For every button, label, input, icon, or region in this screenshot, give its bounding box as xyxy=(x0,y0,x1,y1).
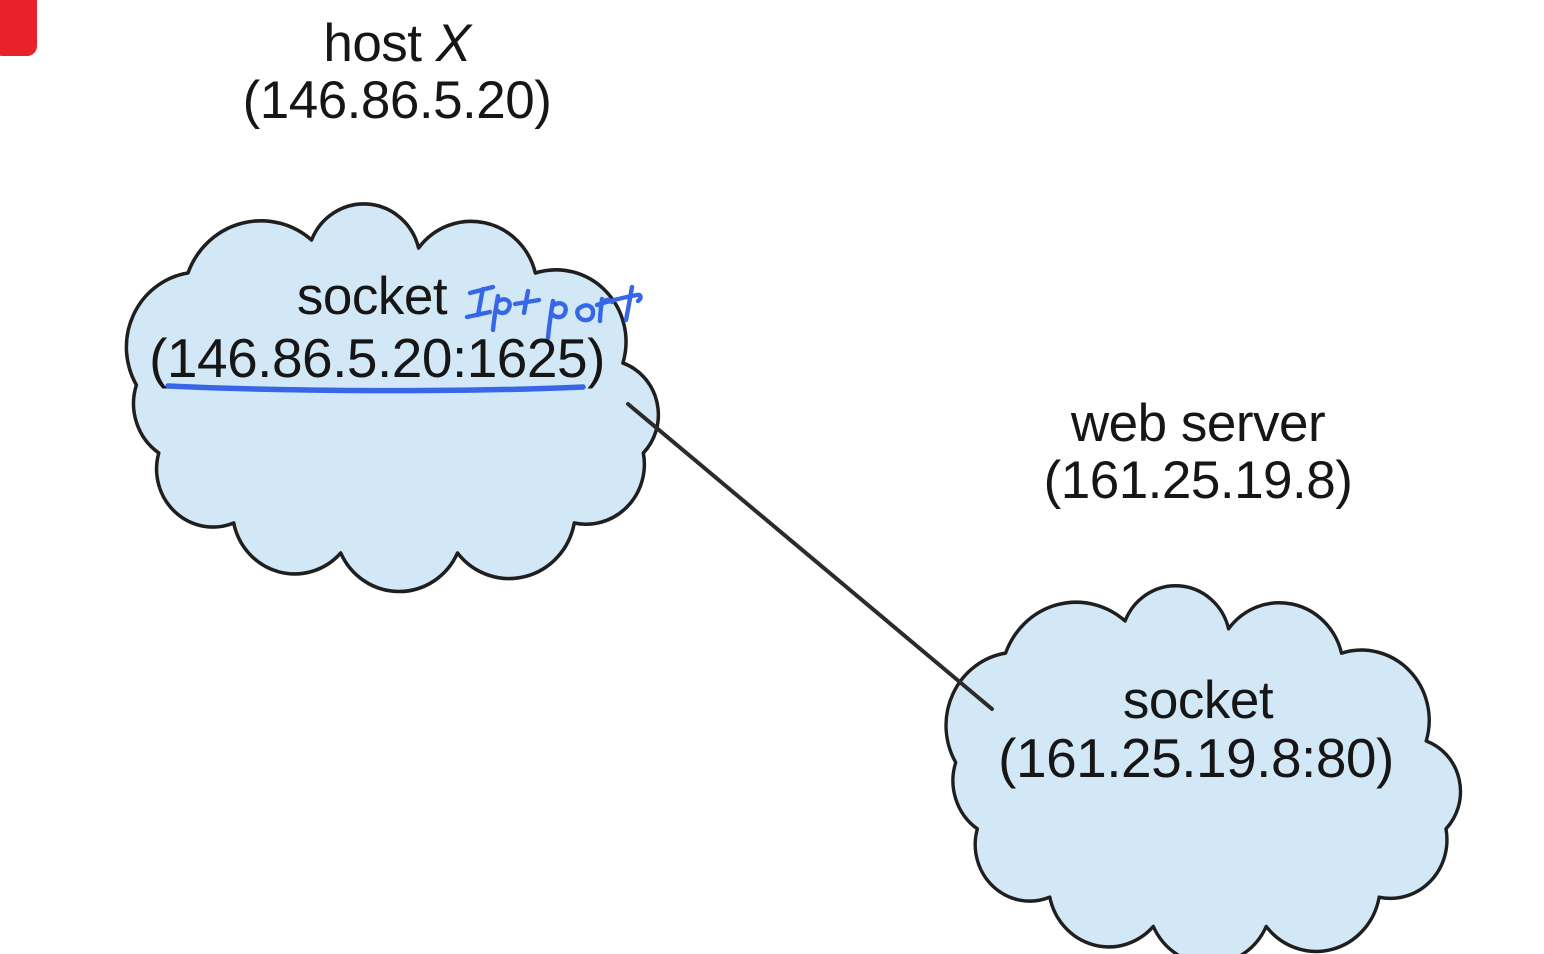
red-corner-marker xyxy=(0,0,37,56)
ink-plus xyxy=(512,288,542,316)
host-ip: (146.86.5.20) xyxy=(242,71,552,130)
ink-letter-t xyxy=(594,284,643,323)
ink-letter-p1 xyxy=(490,293,512,333)
handwritten-ip-port-annotation xyxy=(464,284,643,341)
web-server-ip: (161.25.19.8) xyxy=(1043,451,1353,510)
server-socket-address: (161.25.19.8:80) xyxy=(998,727,1394,789)
host-socket-address: (146.86.5.20:1625) xyxy=(149,327,605,389)
web-server-title: web server xyxy=(1070,394,1326,453)
socket-connection-line xyxy=(626,402,994,711)
host-title-variable: X xyxy=(435,14,471,73)
host-title: host X xyxy=(137,15,657,72)
hand-underline xyxy=(165,383,586,394)
ink-letter-o xyxy=(575,303,596,323)
host-cloud-shape xyxy=(124,202,661,594)
ink-letter-p2 xyxy=(545,298,568,341)
server-socket-label: socket xyxy=(1122,671,1274,730)
host-socket-label: socket xyxy=(296,267,448,326)
host-label-block: host X (146.86.5.20) xyxy=(137,15,657,129)
web-server-label-block: web server (161.25.19.8) xyxy=(898,395,1498,509)
ink-letter-I xyxy=(464,284,496,320)
host-title-text: host xyxy=(323,14,422,73)
